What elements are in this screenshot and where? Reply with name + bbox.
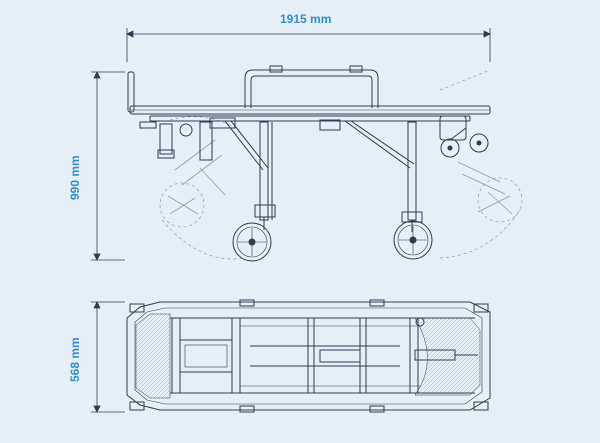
length-dimension-label: 1915 mm [280, 12, 332, 26]
lower-frame-rail [149, 115, 471, 122]
folded-leg-ghost-left [167, 139, 226, 215]
rear-wheel [393, 220, 433, 260]
foot-padding [414, 317, 481, 396]
fold-motion-arcs [159, 69, 523, 260]
side-view [127, 65, 523, 262]
rail-bumps [129, 299, 489, 413]
front-leg-assembly [224, 120, 276, 230]
head-padding [135, 313, 171, 399]
loading-wheels [439, 115, 489, 158]
length-dimension-line [126, 28, 491, 62]
cross-members [171, 317, 419, 394]
height-dimension-line [91, 71, 125, 261]
head-backrest [127, 71, 135, 113]
foot-end-bar [414, 317, 478, 361]
under-frame-brackets [139, 117, 341, 161]
rear-leg-assembly [344, 120, 423, 232]
front-wheel [232, 222, 272, 262]
top-view [126, 299, 491, 413]
top-outer-frame [126, 301, 491, 411]
width-dimension-line [91, 301, 125, 413]
side-handle [244, 65, 379, 108]
folded-leg-ghost-right [457, 161, 513, 215]
